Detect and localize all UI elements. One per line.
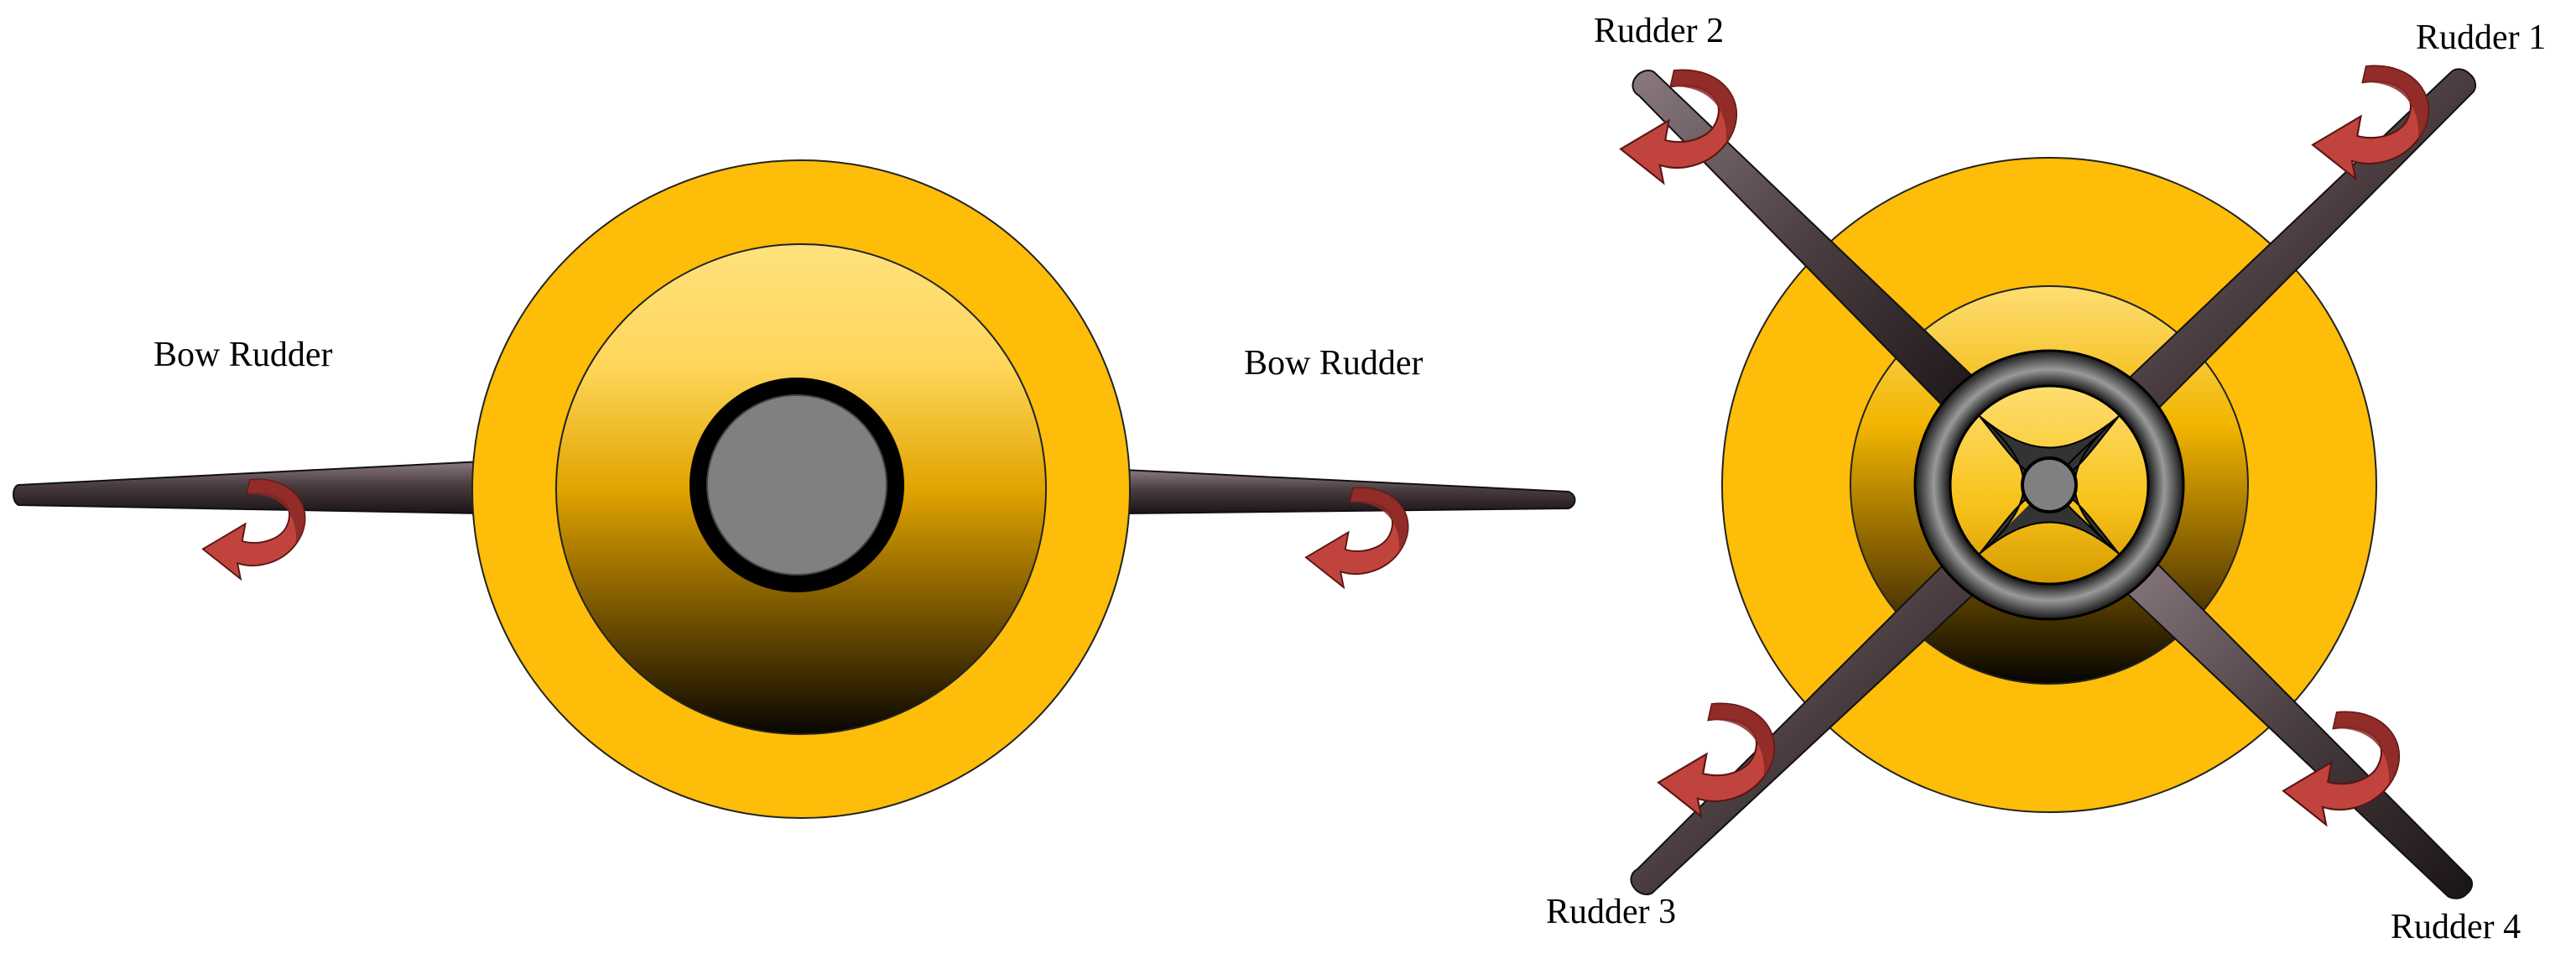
bow-view: Bow Rudder Bow Rudder [13, 159, 1576, 819]
bow-left-label: Bow Rudder [154, 336, 333, 374]
stern-shaft [2021, 456, 2078, 513]
bow-right-label: Bow Rudder [1244, 344, 1423, 383]
bow-fin-right [1123, 468, 1576, 515]
rudder-1-label: Rudder 1 [2416, 18, 2546, 57]
rudder-3-label: Rudder 3 [1546, 893, 1676, 931]
rudder-4-label: Rudder 4 [2391, 908, 2521, 946]
bow-hub [706, 394, 887, 576]
stern-view: Rudder 2 Rudder 1 Rudder 3 Rudder 4 [1546, 12, 2546, 946]
rudder-2-label: Rudder 2 [1594, 12, 1724, 50]
rudder-3-rotation-arrow-icon [1657, 702, 1776, 818]
rudder-1-rotation-arrow-icon [2312, 65, 2430, 180]
